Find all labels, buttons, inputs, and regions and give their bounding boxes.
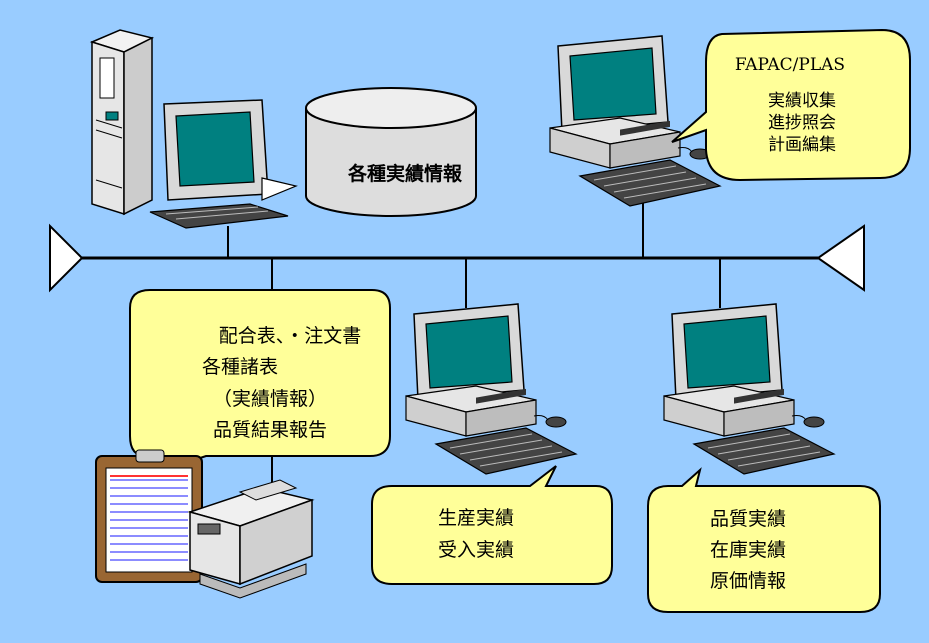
callout-fapac-line-4: 計画編集 xyxy=(768,135,836,155)
callout-documents-line-2: 各種諸表 xyxy=(202,356,278,378)
server-console xyxy=(149,99,298,229)
callout-quality: 品質実績 在庫実績 原価情報 xyxy=(647,467,881,613)
callout-production: 生産実績 受入実績 xyxy=(371,465,613,585)
clipboard-report xyxy=(95,449,203,583)
callout-quality-line-2: 在庫実績 xyxy=(710,539,786,561)
bus-terminator-left xyxy=(49,223,84,293)
database-cylinder: 各種実績情報 xyxy=(305,87,477,217)
callout-fapac-line-1: FAPAC/PLAS xyxy=(735,55,845,75)
callout-fapac: FAPAC/PLAS 実績収集 進捗照会 計画編集 xyxy=(671,28,911,182)
printer xyxy=(187,479,315,599)
server-tower xyxy=(89,29,155,216)
callout-production-line-1: 生産実績 xyxy=(438,507,514,529)
callout-fapac-line-2: 実績収集 xyxy=(768,91,836,111)
callout-quality-line-3: 原価情報 xyxy=(710,570,786,592)
callout-documents-line-4: 品質結果報告 xyxy=(213,419,327,441)
callout-fapac-line-3: 進捗照会 xyxy=(768,113,836,133)
callout-documents: 配合表、・注文書 各種諸表 （実績情報） 品質結果報告 xyxy=(129,289,391,471)
callout-quality-line-1: 品質実績 xyxy=(710,508,786,530)
callout-production-line-2: 受入実績 xyxy=(438,539,514,561)
bus-terminator-right xyxy=(816,224,865,292)
callout-documents-line-1: 配合表、・注文書 xyxy=(219,325,362,347)
database-label: 各種実績情報 xyxy=(347,162,463,185)
callout-documents-line-3: （実績情報） xyxy=(213,388,327,410)
